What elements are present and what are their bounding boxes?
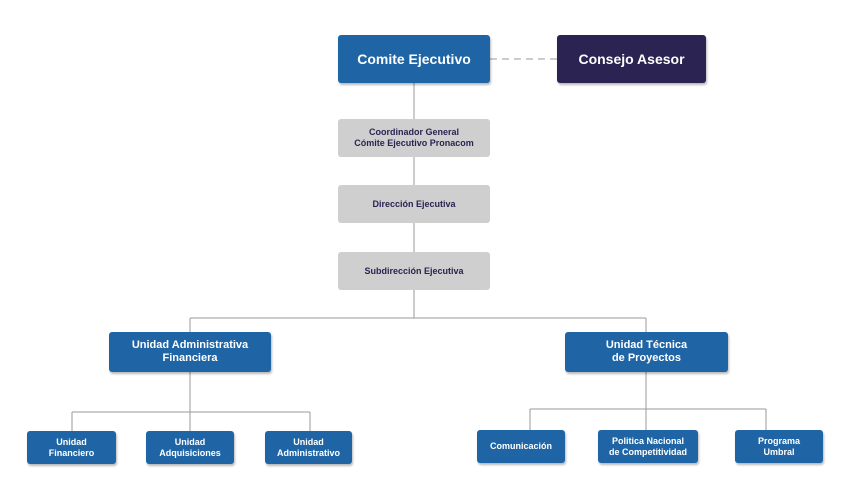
node-comite-ejecutivo: Comite Ejecutivo [338,35,490,83]
node-unidad-tecnica-proyectos: Unidad Técnica de Proyectos [565,332,728,372]
node-label: Programa Umbral [757,435,801,457]
node-unidad-adquisiciones: Unidad Adquisiciones [146,431,234,464]
node-label: Dirección Ejecutiva [372,198,456,209]
node-label: Comite Ejecutivo [357,50,471,67]
node-unidad-financiero: Unidad Financiero [27,431,116,464]
node-label: Comunicación [489,441,552,452]
node-label: Subdirección Ejecutiva [364,265,464,276]
node-subdireccion-ejecutiva: Subdirección Ejecutiva [338,252,490,290]
node-label: Unidad Administrativo [276,436,340,458]
node-label: Politica Nacional de Competitividad [608,435,687,457]
node-comunicacion: Comunicación [477,430,565,463]
node-label: Consejo Asesor [578,50,685,67]
node-label: Coordinador General Cómite Ejecutivo Pro… [354,127,474,148]
node-politica-nacional: Politica Nacional de Competitividad [598,430,698,463]
node-label: Unidad Administrativa Financiera [131,338,249,364]
node-direccion-ejecutiva: Dirección Ejecutiva [338,185,490,223]
node-label: Unidad Adquisiciones [159,436,221,458]
node-unidad-administrativa-financiera: Unidad Administrativa Financiera [109,332,271,372]
node-label: Unidad Técnica de Proyectos [605,338,688,364]
node-consejo-asesor: Consejo Asesor [557,35,706,83]
node-coordinador-general: Coordinador General Cómite Ejecutivo Pro… [338,119,490,157]
node-unidad-administrativo: Unidad Administrativo [265,431,352,464]
node-programa-umbral: Programa Umbral [735,430,823,463]
node-label: Unidad Financiero [48,436,95,458]
